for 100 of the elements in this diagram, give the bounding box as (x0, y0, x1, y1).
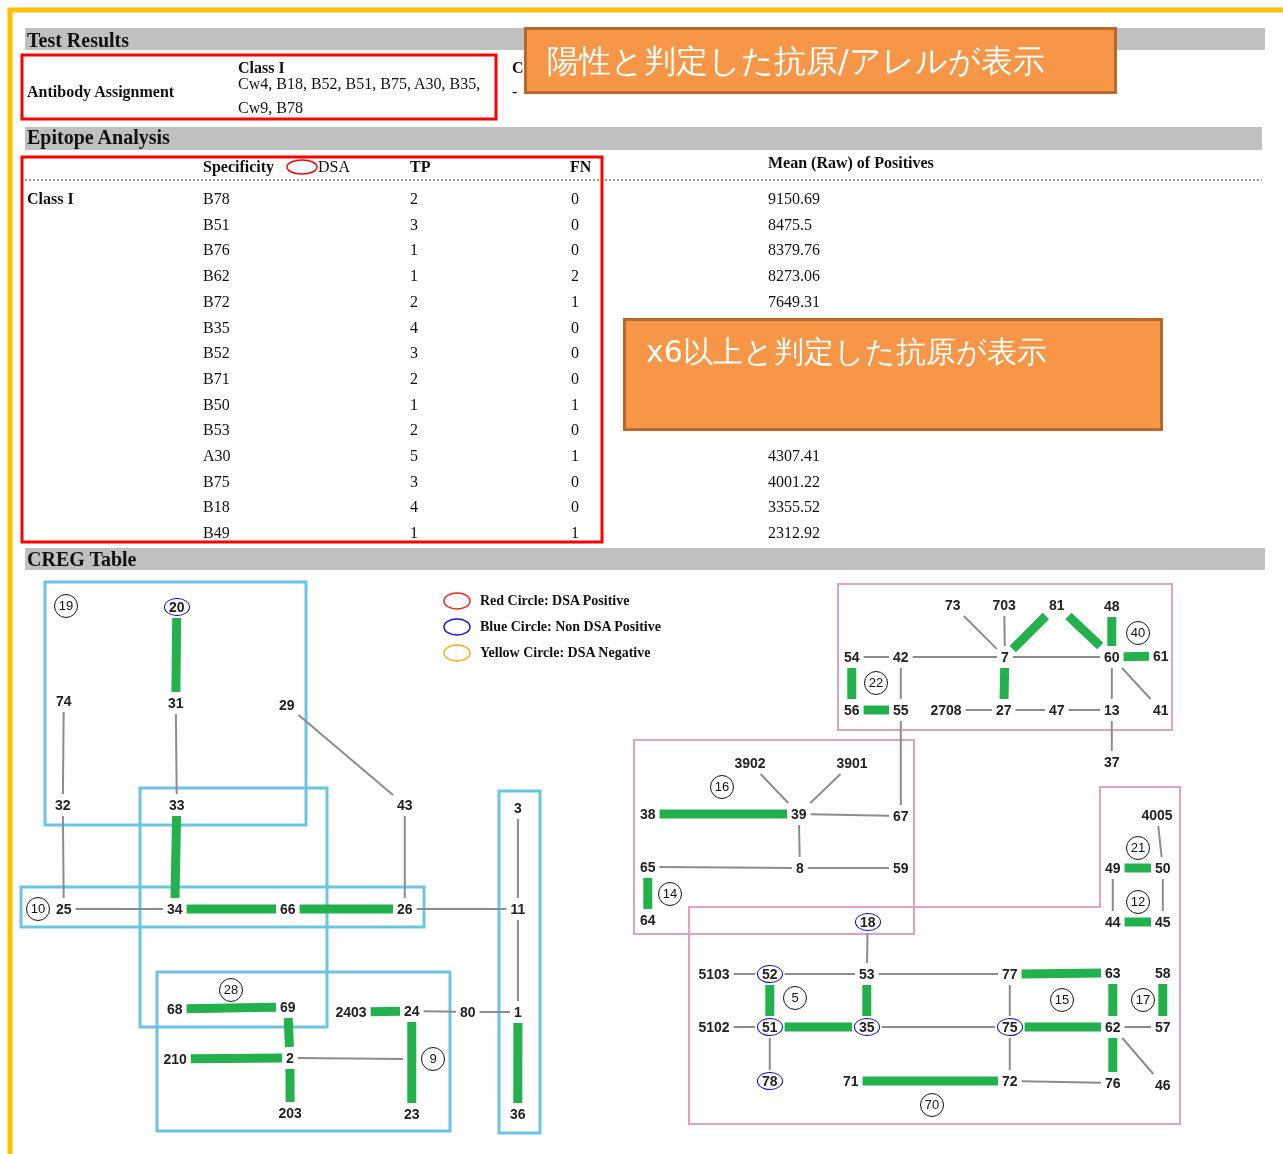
connector-bar (862, 1076, 998, 1086)
antigen-number: 58 (1153, 964, 1173, 982)
antigen-number: 77 (1000, 965, 1020, 983)
antigen-number: 11 (508, 900, 528, 918)
antigen-number: 53 (857, 965, 877, 983)
antigen-number: 65 (638, 858, 658, 876)
table-value: 1 (571, 524, 579, 543)
antigen-number: 29 (277, 696, 297, 714)
table-value: 0 (571, 498, 579, 517)
table-value: 2 (410, 421, 418, 440)
antigen-number: 72 (1000, 1072, 1020, 1090)
connector-bar (765, 985, 775, 1016)
connector-bar (407, 1022, 417, 1103)
connector-bar (1108, 984, 1118, 1016)
antigen-number: 3901 (834, 754, 870, 772)
column-header: DSA (318, 158, 350, 176)
connector-bar (784, 1022, 852, 1032)
antigen-number: 69 (278, 998, 298, 1016)
antigen-number: 47 (1047, 701, 1067, 719)
creg-number-circle: 9 (421, 1047, 445, 1071)
antigen-number: 60 (1102, 648, 1122, 666)
antigen-number: 43 (395, 796, 415, 814)
legend-text: Blue Circle: Non DSA Positive (480, 618, 661, 636)
antigen-number: 42 (891, 648, 911, 666)
connector-line (964, 709, 993, 711)
row-label: Antibody Assignment (27, 83, 175, 101)
connector-line (61, 711, 65, 795)
connector-bar (659, 809, 787, 819)
section-heading: CREG Table (27, 549, 137, 569)
connector-bar (1124, 917, 1151, 927)
table-value: 2 (410, 190, 418, 208)
connector-line (783, 973, 856, 975)
creg-number-circle: 17 (1131, 988, 1155, 1012)
connector-line (732, 1026, 756, 1028)
table-value: 8273.06 (768, 267, 820, 286)
antigen-number: 5103 (696, 965, 732, 983)
specificity-value: B35 (203, 318, 230, 337)
antigen-number: 74 (54, 692, 74, 710)
specificity-value: B78 (203, 190, 230, 208)
connector-bar (1009, 612, 1049, 653)
table-value: 0 (571, 318, 579, 337)
creg-number-circle: 22 (864, 671, 888, 695)
connector-bar (862, 985, 872, 1016)
antigen-number: 23 (402, 1105, 422, 1123)
column-header: C (512, 59, 524, 77)
creg-number-circle: 19 (54, 594, 78, 618)
creg-number-circle: 40 (1126, 621, 1150, 645)
connector-line (768, 1037, 771, 1071)
antigen-number: 4005 (1139, 806, 1175, 824)
antigen-number: 48 (1102, 597, 1122, 615)
antigen-number: 81 (1047, 596, 1067, 614)
connector-line (1123, 1026, 1152, 1028)
antigen-number: 61 (1151, 647, 1171, 665)
antigen-number: 13 (1102, 701, 1122, 719)
table-value: 1 (571, 447, 579, 465)
connector-line (899, 720, 902, 806)
connector-line (658, 866, 793, 869)
connector-line (1008, 1037, 1011, 1071)
creg-number-circle: 10 (26, 897, 50, 921)
table-value: 1 (571, 395, 579, 414)
table-value: 4001.22 (768, 472, 820, 491)
antigen-number: 8 (794, 859, 806, 877)
antigen-number: 80 (458, 1003, 478, 1021)
callout-box: 陽性と判定した抗原/アレルが表示 (524, 27, 1117, 94)
connector-bar (863, 705, 889, 715)
antigen-number: 54 (842, 648, 862, 666)
table-value: 0 (571, 472, 579, 491)
antigen-number: 703 (990, 596, 1018, 614)
specificity-value: B49 (203, 524, 230, 543)
specificity-value: B72 (203, 292, 230, 311)
connector-line (899, 667, 902, 700)
table-value: 1 (410, 395, 418, 414)
specificity-value: B76 (203, 241, 230, 260)
connector-bar (1065, 612, 1104, 650)
connector-bar (513, 1023, 523, 1103)
antigen-number: 44 (1103, 913, 1123, 931)
table-value: 3355.52 (768, 498, 820, 517)
connector-bar (190, 1053, 283, 1064)
specificity-value: B52 (203, 344, 230, 363)
table-value: 3 (410, 215, 418, 234)
antigen-number: 56 (842, 701, 862, 719)
connector-bar (1107, 617, 1117, 646)
table-value: 5 (410, 447, 418, 465)
connector-bar (370, 1006, 401, 1017)
connector-line (880, 1026, 996, 1028)
creg-number-circle: 21 (1126, 836, 1150, 860)
specificity-value: B50 (203, 395, 230, 414)
connector-line (862, 656, 890, 658)
table-value: - (512, 83, 518, 101)
connector-bar (285, 1068, 295, 1102)
connector-bar (283, 1017, 294, 1048)
connector-line (516, 818, 519, 899)
section-heading: Test Results (27, 30, 130, 50)
connector-bar (299, 904, 393, 914)
connector-line (809, 813, 890, 817)
callout-box: x6以上と判定した抗原が表示 (623, 318, 1163, 431)
antigen-number: 59 (891, 859, 911, 877)
antigen-number: 5102 (696, 1018, 732, 1036)
connector-line (1008, 984, 1011, 1017)
table-value: 8475.5 (768, 215, 812, 234)
